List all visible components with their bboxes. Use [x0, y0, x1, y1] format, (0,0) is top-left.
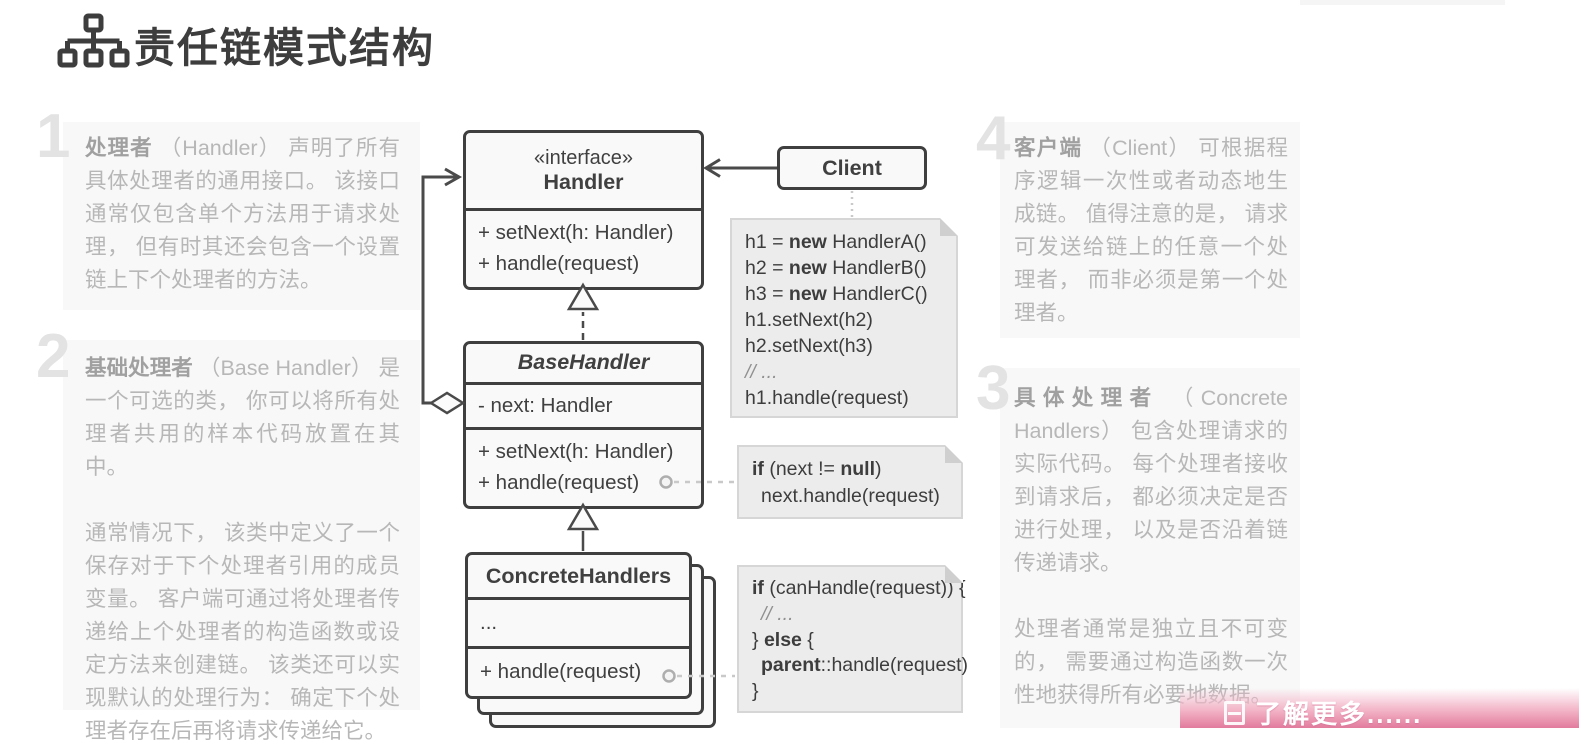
uml-concrete-header: ConcreteHandlers [468, 555, 689, 597]
code-line: } else { [752, 628, 814, 651]
structure-sitemap-icon [57, 13, 130, 76]
code-line: next.handle(request) [761, 485, 940, 507]
annotation-number-1: 1 [36, 102, 71, 171]
learn-more-icon [1224, 700, 1245, 725]
annotation-base-handler-text2: 通常情况下， 该类中定义了一个保存对于下个处理者引用的成员变量。 客户端可通过将… [85, 521, 400, 743]
uml-base-name: BaseHandler [517, 350, 650, 374]
uml-attribute: - next: Handler [478, 394, 613, 417]
uml-class-concrete-handlers: ConcreteHandlers ... + handle(request) [465, 552, 692, 699]
uml-handler-stereotype: «interface» [534, 147, 633, 169]
realization-base-to-handler [566, 282, 600, 340]
annotation-number-3: 3 [976, 354, 1011, 423]
uml-handler-name: Handler [543, 170, 624, 194]
uml-class-client: Client [777, 146, 927, 190]
code-comment: // ... [761, 602, 794, 625]
generalization-concrete-to-base [566, 502, 600, 551]
uml-base-methods: + setNext(h: Handler) + handle(request) [466, 427, 701, 506]
uml-class-base-handler: BaseHandler - next: Handler + setNext(h:… [463, 341, 704, 509]
aggregation-next-to-handler [421, 167, 466, 415]
code-line: h3 = new HandlerC() [745, 283, 928, 305]
code-line: h2.setNext(h3) [745, 335, 873, 357]
code-line: h1.setNext(h2) [745, 309, 873, 331]
annotation-concrete-handlers-text: 具体处理者 （Concrete Handlers） 包含处理请求的实际代码。 每… [1014, 386, 1288, 575]
code-line: h1 = new HandlerA() [745, 231, 927, 253]
code-line: h2 = new HandlerB() [745, 257, 927, 279]
uml-base-attributes: - next: Handler [466, 382, 701, 427]
uml-method: + handle(request) [478, 252, 640, 275]
code-line: if (canHandle(request)) { [752, 577, 966, 599]
note-next-check: if (next != null) next.handle(request) [737, 445, 963, 519]
uml-method: + handle(request) [478, 471, 640, 494]
code-line: } [752, 680, 759, 703]
annotation-number-2: 2 [36, 322, 71, 391]
learn-more-banner[interactable]: 了解更多...... [1180, 688, 1579, 729]
annotation-handler: 1 处理者 （Handler） 声明了所有具体处理者的通用接口。 该接口通常仅包… [36, 106, 420, 310]
annotation-client: 4 客户端 （Client） 可根据程序逻辑一次性或者动态地生成链。 值得注意的… [976, 108, 1300, 338]
annotation-number-4: 4 [976, 104, 1011, 173]
annotation-concrete-handlers: 3 具体处理者 （Concrete Handlers） 包含处理请求的实际代码。… [976, 358, 1300, 728]
annotation-client-text: 客户端 （Client） 可根据程序逻辑一次性或者动态地生成链。 值得注意的是，… [1014, 136, 1288, 325]
note-can-handle: if (canHandle(request)) { // ... } else … [737, 565, 969, 713]
annotation-base-handler: 2 基础处理者 （Base Handler） 是一个可选的类， 你可以将所有处理… [36, 326, 420, 743]
uml-client-name: Client [822, 156, 882, 180]
annotation-handler-text: 处理者 （Handler） 声明了所有具体处理者的通用接口。 该接口通常仅包含单… [85, 136, 400, 292]
uml-concrete-methods: + handle(request) [468, 646, 689, 696]
code-line: if (next != null) [752, 458, 882, 480]
top-right-bar [1300, 0, 1505, 5]
note-client-code: h1 = new HandlerA() h2 = new HandlerB() … [730, 218, 958, 418]
uml-attribute: ... [480, 611, 498, 634]
uml-client-header: Client [780, 149, 924, 188]
uml-handler-header: «interface» Handler [466, 133, 701, 208]
association-client-to-handler [703, 158, 777, 178]
uml-method: + handle(request) [480, 660, 642, 683]
uml-concrete-attributes: ... [468, 597, 689, 646]
learn-more-label[interactable]: 了解更多...... [1255, 699, 1423, 729]
annotation-base-handler-text: 基础处理者 （Base Handler） 是一个可选的类， 你可以将所有处理者共… [85, 356, 400, 479]
uml-handler-methods: + setNext(h: Handler) + handle(request) [466, 208, 701, 287]
uml-class-handler-interface: «interface» Handler + setNext(h: Handler… [463, 130, 704, 290]
page-title: 责任链模式结构 [134, 25, 435, 71]
uml-base-header: BaseHandler [466, 344, 701, 382]
uml-method: + setNext(h: Handler) [478, 221, 674, 244]
uml-method: + setNext(h: Handler) [478, 440, 674, 463]
code-comment: // ... [745, 361, 778, 383]
code-line: h1.handle(request) [745, 387, 909, 409]
code-line: parent::handle(request) [761, 654, 969, 677]
uml-concrete-name: ConcreteHandlers [485, 564, 672, 588]
